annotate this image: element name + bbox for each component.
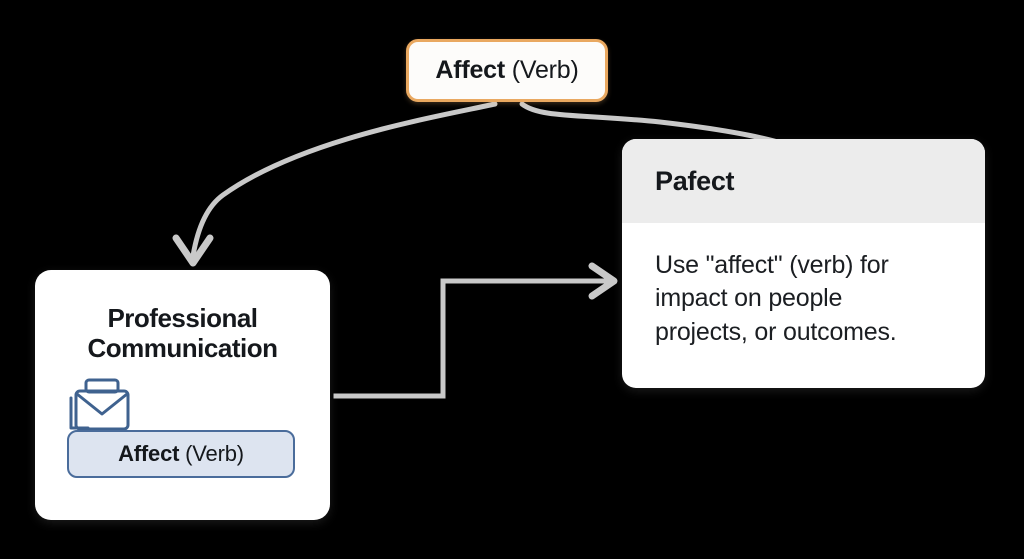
affect-verb-pill[interactable]: Affect (Verb) bbox=[67, 430, 295, 478]
affect-verb-node-pos: (Verb) bbox=[511, 56, 579, 84]
mail-envelope-icon bbox=[69, 378, 130, 431]
professional-communication-title: Professional Communication bbox=[35, 303, 330, 364]
pafect-card-body-line3: projects, or outcomes. bbox=[655, 317, 897, 346]
pafect-card-header: Pafect bbox=[622, 139, 985, 223]
affect-verb-node[interactable]: Affect (Verb) bbox=[406, 39, 608, 102]
professional-communication-card[interactable]: Professional Communication Affect (Verb) bbox=[35, 270, 330, 520]
affect-verb-node-label: Affect (Verb) bbox=[435, 56, 578, 85]
pafect-card-body-line1: Use "affect" (verb) for bbox=[655, 251, 889, 279]
pafect-card-title: Pafect bbox=[655, 165, 735, 196]
pafect-card-body: Use "affect" (verb) for impact on people… bbox=[622, 223, 985, 349]
pafect-card[interactable]: Pafect Use "affect" (verb) for impact on… bbox=[622, 139, 985, 388]
top-to-left-curved-arrow bbox=[172, 101, 498, 267]
affect-verb-pill-pos: (Verb) bbox=[185, 441, 244, 466]
pafect-card-body-line2: impact on people bbox=[655, 284, 843, 313]
professional-communication-title-line1: Professional bbox=[107, 303, 258, 333]
left-to-right-elbow-arrow bbox=[333, 262, 618, 399]
affect-verb-pill-term: Affect bbox=[118, 441, 180, 466]
affect-verb-node-term: Affect bbox=[435, 56, 505, 84]
affect-verb-pill-label: Affect (Verb) bbox=[118, 441, 244, 467]
professional-communication-title-line2: Communication bbox=[87, 333, 278, 364]
